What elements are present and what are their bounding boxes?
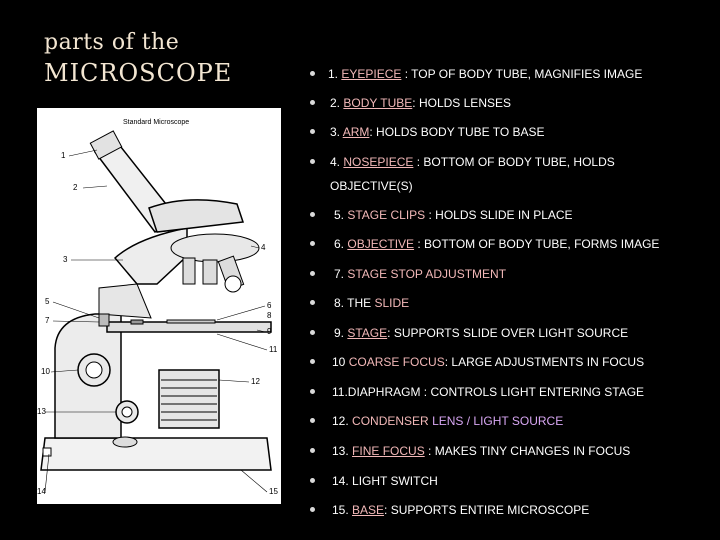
title-line-1: parts of the <box>44 30 180 55</box>
callout-15: 15 <box>269 487 278 496</box>
list-item-continuation: OBJECTIVE(S) <box>330 179 413 193</box>
callout-13: 13 <box>37 407 46 416</box>
callout-12: 12 <box>251 377 260 386</box>
term: STAGE STOP ADJUSTMENT <box>347 267 507 281</box>
bullet-icon <box>310 389 315 394</box>
callout-11: 11 <box>269 345 278 354</box>
term: ARM <box>342 125 370 139</box>
callout-5: 5 <box>45 297 50 306</box>
microscope-diagram: Standard Microscope <box>37 108 281 504</box>
callout-7: 7 <box>45 316 50 325</box>
term: NOSEPIECE <box>343 155 414 169</box>
term: BODY TUBE <box>343 96 413 110</box>
microscope-drawing: Standard Microscope <box>37 119 278 496</box>
callout-8: 8 <box>267 311 272 320</box>
callout-10: 10 <box>41 367 50 376</box>
bullet-icon <box>310 241 315 246</box>
callout-2: 2 <box>73 183 78 192</box>
term: STAGE <box>347 326 388 340</box>
bullet-icon <box>310 271 315 276</box>
diagram-caption: Standard Microscope <box>123 119 189 126</box>
term: COARSE FOCUS <box>348 355 445 369</box>
term: STAGE CLIPS <box>347 208 426 222</box>
bullet-icon <box>310 478 315 483</box>
bullet-icon <box>310 100 315 105</box>
bullet-icon <box>310 507 315 512</box>
callout-4: 4 <box>261 243 266 252</box>
bullet-icon <box>310 359 315 364</box>
term-extra: LENS / LIGHT SOURCE <box>432 414 564 428</box>
callout-1: 1 <box>61 151 66 160</box>
callout-9: 9 <box>267 327 272 336</box>
bullet-icon <box>310 330 315 335</box>
bullet-icon <box>310 448 315 453</box>
bullet-icon <box>310 212 315 217</box>
title-line-2: MICROSCOPE <box>44 59 233 87</box>
bullet-icon <box>310 418 315 423</box>
term: CONDENSER <box>352 414 429 428</box>
callout-3: 3 <box>63 255 68 264</box>
bullet-icon <box>310 300 315 305</box>
term: OBJECTIVE <box>347 237 415 251</box>
term: BASE <box>352 503 385 517</box>
term: EYEPIECE <box>341 67 402 81</box>
bullet-icon <box>310 129 315 134</box>
callout-14: 14 <box>37 487 46 496</box>
bullet-icon <box>310 71 315 76</box>
bullet-icon <box>310 159 315 164</box>
term: FINE FOCUS <box>352 444 425 458</box>
slide-title: parts of the MICROSCOPE <box>44 28 232 88</box>
term: SLIDE <box>374 296 410 310</box>
callout-6: 6 <box>267 301 272 310</box>
